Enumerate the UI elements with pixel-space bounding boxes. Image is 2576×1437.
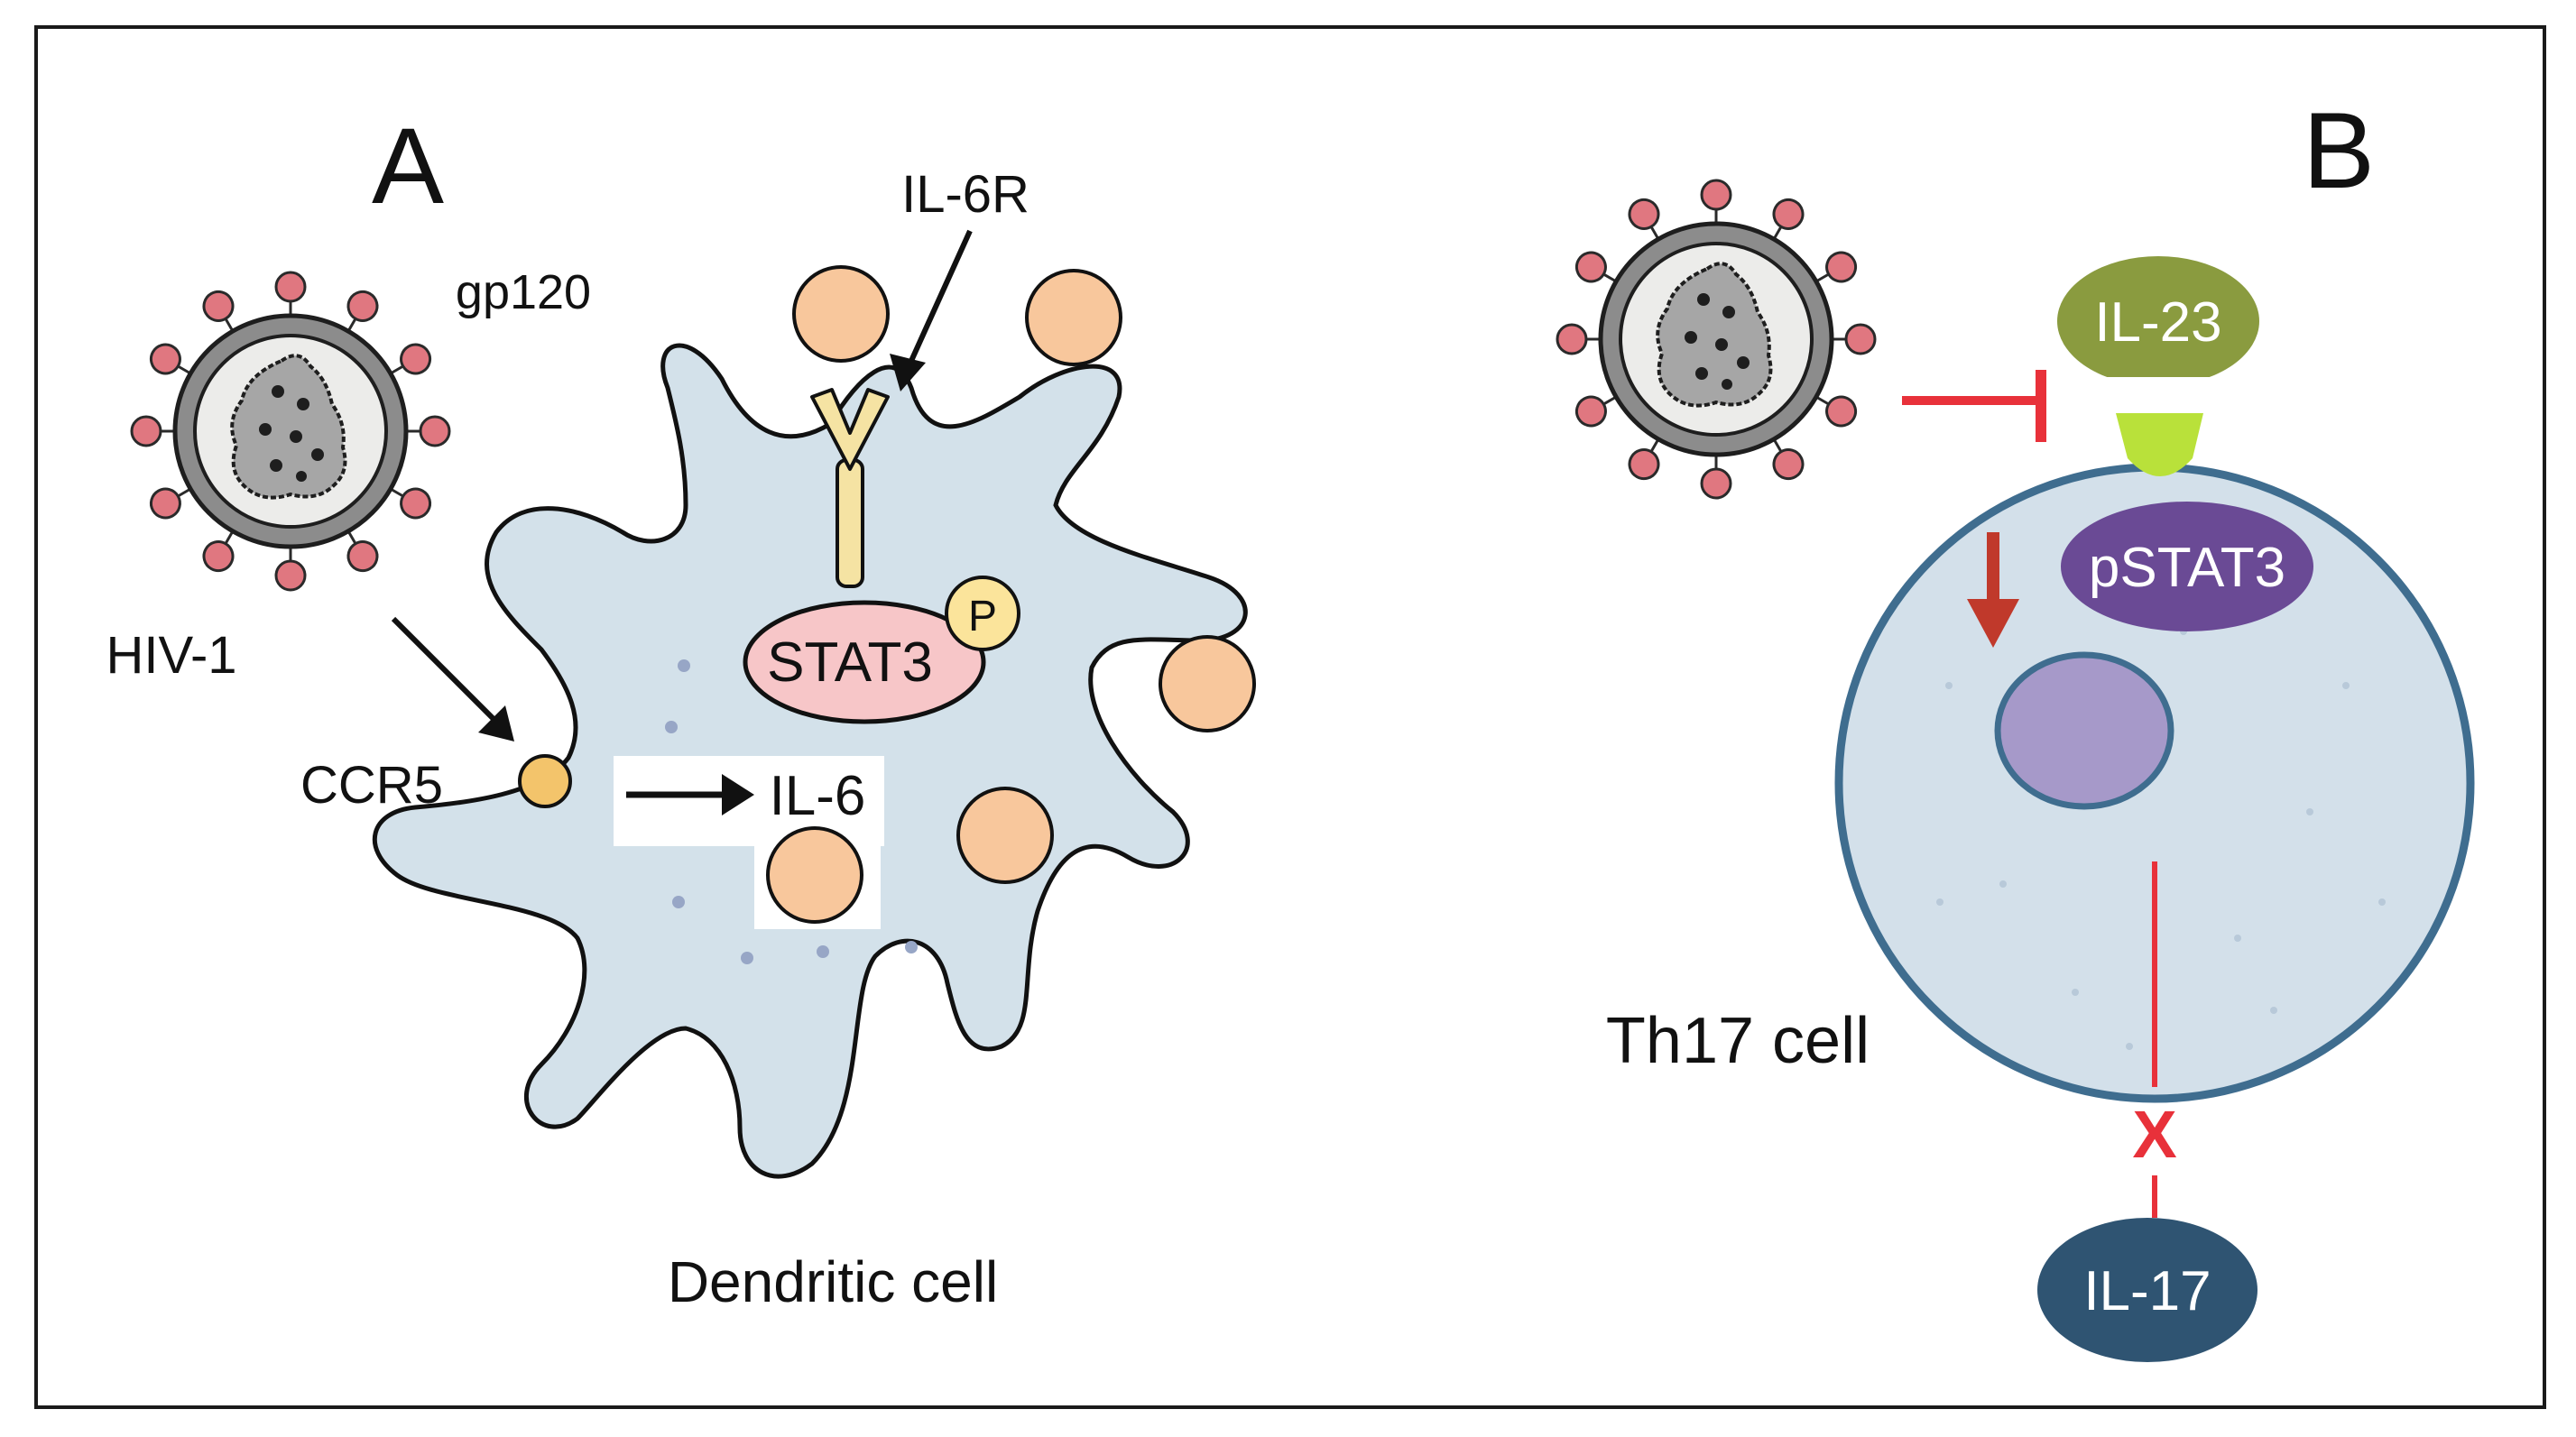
dendritic-cell-label: Dendritic cell (668, 1249, 998, 1314)
down-arrow-icon (1987, 532, 1999, 603)
phosphate-group (945, 576, 1020, 651)
down-arrow-head-icon (1967, 599, 2019, 648)
binding-arrow-head-icon (478, 705, 514, 742)
stat3-protein (743, 600, 986, 724)
panel-a-letter: A (372, 106, 444, 226)
gp120-label: gp120 (456, 265, 591, 319)
panel-b-letter: B (2303, 90, 2375, 211)
arrow-head-icon (722, 774, 754, 815)
cell-speckles (1936, 628, 2386, 1050)
phosphate-label: P (968, 593, 997, 640)
ccr5-label: CCR5 (300, 756, 443, 815)
il6-cytokine (766, 826, 863, 924)
hiv-label: HIV-1 (106, 626, 236, 685)
il6r-receptor (810, 388, 890, 588)
pstat3-protein (2061, 502, 2313, 631)
il23-notch (2102, 377, 2214, 404)
il23-receptor (2116, 413, 2203, 476)
panel-a: A STAT3 P IL (106, 106, 1256, 1314)
il6r-pointer-head-icon (890, 354, 926, 391)
il23-cytokine (2057, 256, 2259, 386)
binding-arrow (391, 616, 504, 730)
nucleus (1994, 651, 2174, 810)
il6r-pointer (909, 229, 973, 363)
panel-b: B IL-23 pSTAT3 X (1557, 90, 2475, 1362)
block-mark: X (2132, 1097, 2176, 1172)
il6-label: IL-6 (770, 765, 866, 827)
vesicle-dots (665, 659, 918, 964)
th17-cell-label: Th17 cell (1606, 1005, 1870, 1077)
ccr5-receptor (518, 754, 572, 808)
il17-label: IL-17 (2083, 1260, 2211, 1322)
pstat3-label: pSTAT3 (2089, 537, 2285, 599)
il23-label: IL-23 (2094, 291, 2221, 354)
il17-cytokine (2037, 1218, 2257, 1362)
stat3-label: STAT3 (767, 631, 933, 694)
il6r-label: IL-6R (901, 165, 1029, 224)
